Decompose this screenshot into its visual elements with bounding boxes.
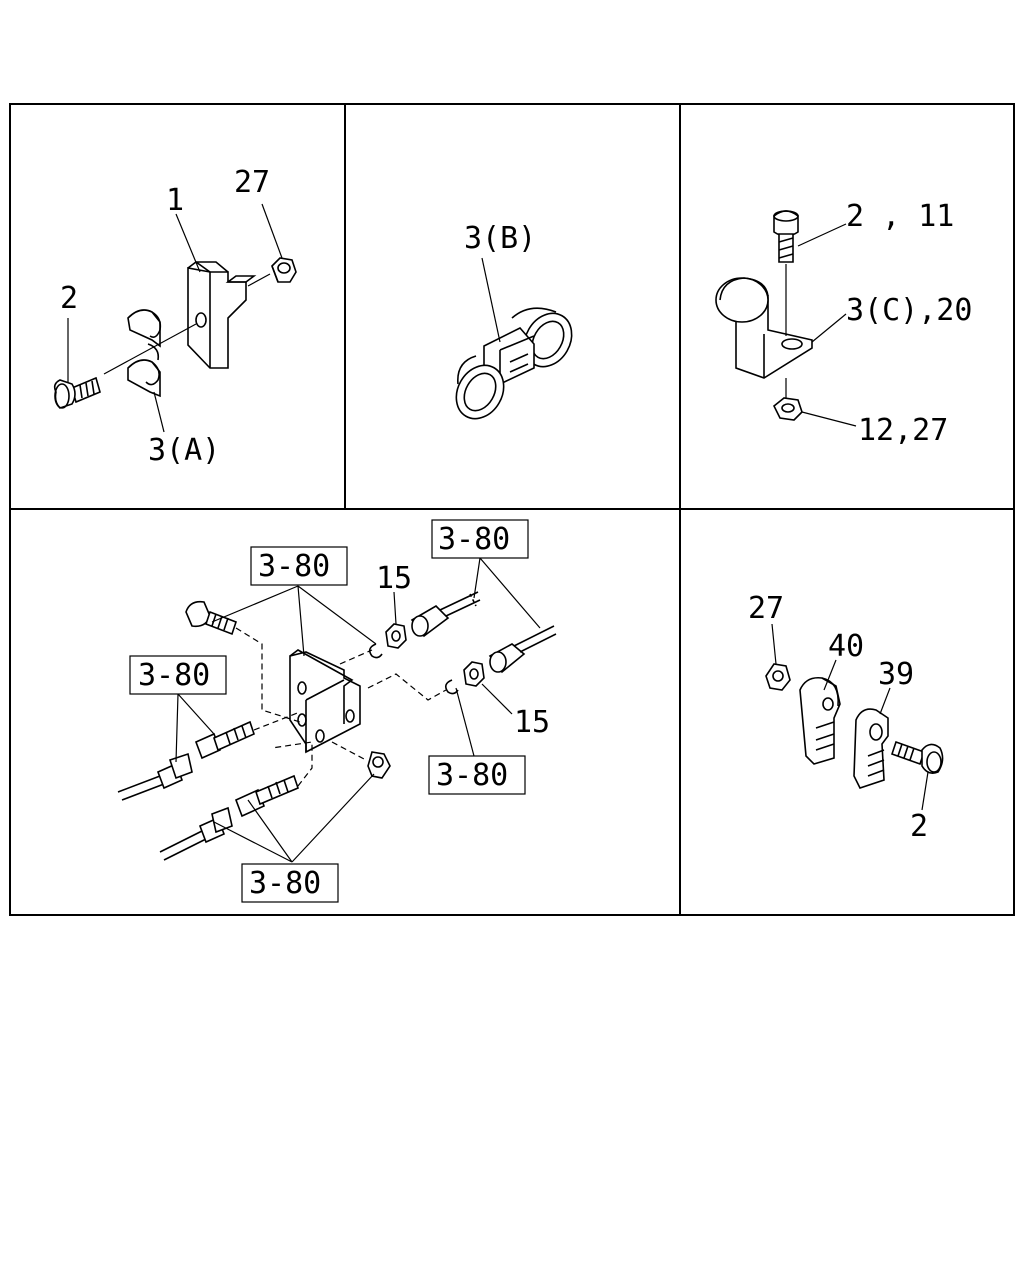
ref-box: 3-80 xyxy=(428,755,526,795)
panel-bottom-left: 3-80 3-80 3-80 3-80 3-80 15 15 xyxy=(117,519,557,903)
ref-box: 3-80 xyxy=(431,519,529,559)
callout-27: 27 xyxy=(234,165,270,200)
svg-text:3-80: 3-80 xyxy=(138,658,210,693)
ref-box: 3-80 xyxy=(129,655,227,695)
bolt-part xyxy=(773,210,799,263)
callout-2: 2 xyxy=(910,809,928,844)
callout-27: 27 xyxy=(748,591,784,626)
ref-box: 3-80 xyxy=(241,863,339,903)
callout-3a: 3(A) xyxy=(148,433,220,468)
nut-part xyxy=(463,661,485,687)
cable-part xyxy=(159,774,299,861)
callout-39: 39 xyxy=(878,657,914,692)
svg-text:3-80: 3-80 xyxy=(258,549,330,584)
nut-part xyxy=(772,397,803,421)
svg-text:3-80: 3-80 xyxy=(436,758,508,793)
callout-2-11: 2 , 11 xyxy=(846,199,954,234)
panel-bottom-right: 27 40 39 2 xyxy=(748,591,944,844)
nut-part xyxy=(765,663,791,691)
callout-15: 15 xyxy=(376,561,412,596)
callout-12-27: 12,27 xyxy=(858,413,948,448)
double-clamp-part xyxy=(455,307,573,420)
cable-part xyxy=(410,591,481,638)
nut-part xyxy=(271,257,297,283)
bolt-part xyxy=(890,740,944,774)
bracket-part xyxy=(853,708,889,789)
nut-part xyxy=(367,751,391,779)
clip-part xyxy=(368,643,383,659)
clamp-part xyxy=(127,309,162,398)
ref-box: 3-80 xyxy=(250,546,348,586)
nut-part xyxy=(385,623,407,649)
panel-top-left: 27 1 2 3(A) xyxy=(53,165,297,468)
callout-1: 1 xyxy=(166,183,184,218)
callout-3c-20: 3(C),20 xyxy=(846,293,972,328)
callout-15: 15 xyxy=(514,705,550,740)
panel-grid xyxy=(9,103,1015,916)
callout-2: 2 xyxy=(60,281,78,316)
callout-40: 40 xyxy=(828,629,864,664)
bracket-part xyxy=(187,261,257,369)
mount-bracket-part xyxy=(289,649,361,754)
callout-3b: 3(B) xyxy=(464,221,536,256)
panel-top-middle: 3(B) xyxy=(455,221,573,420)
svg-text:3-80: 3-80 xyxy=(249,866,321,901)
bracket-part xyxy=(799,676,841,765)
svg-text:3-80: 3-80 xyxy=(438,522,510,557)
clip-part xyxy=(444,679,459,695)
bolt-part xyxy=(53,376,101,409)
cable-part xyxy=(117,720,255,801)
panel-top-right: 2 , 11 3(C),20 12,27 xyxy=(715,199,972,448)
bolt-part xyxy=(185,600,238,636)
p-clamp-part xyxy=(715,277,813,379)
cable-part xyxy=(488,625,557,674)
